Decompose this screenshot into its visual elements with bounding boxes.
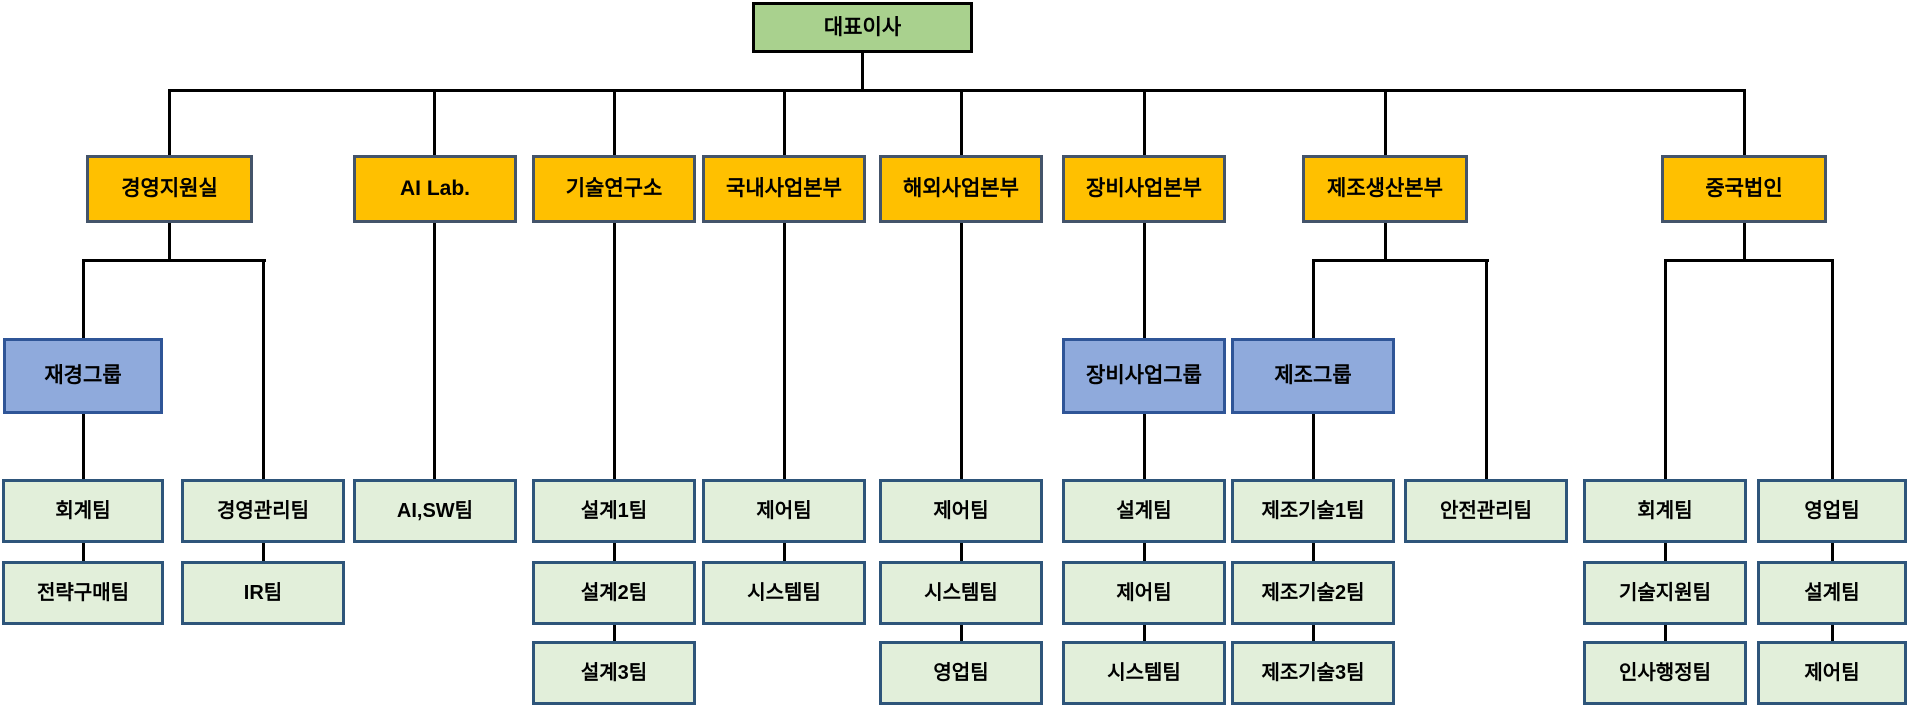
connector-split-stub: [168, 223, 171, 261]
team-box-management-planning: 경영관리팀: [181, 479, 345, 543]
connector-drop: [1664, 259, 1667, 480]
connector-stub: [960, 542, 963, 562]
team-box-design3: 설계3팀: [532, 641, 696, 705]
team-box-design1: 설계1팀: [532, 479, 696, 543]
team-box-design-china: 설계팀: [1757, 561, 1907, 625]
connector-drop: [1143, 90, 1146, 156]
team-box-mfg-tech2: 제조기술2팀: [1231, 561, 1395, 625]
team-box-control-equipment: 제어팀: [1062, 561, 1226, 625]
dept-box-china-subsidiary: 중국법인: [1661, 155, 1827, 223]
connector-stub: [262, 542, 265, 562]
connector-drop: [262, 259, 265, 480]
connector-drop: [1312, 414, 1315, 480]
dept-box-manufacturing-production: 제조생산본부: [1302, 155, 1468, 223]
team-box-accounting: 회계팀: [2, 479, 164, 543]
connector-drop: [1312, 259, 1315, 340]
connector-stub: [783, 542, 786, 562]
team-box-sales-china: 영업팀: [1757, 479, 1907, 543]
team-box-ir: IR팀: [181, 561, 345, 625]
team-box-system-domestic: 시스템팀: [702, 561, 866, 625]
connector-drop: [1831, 259, 1834, 480]
connector-stub: [1143, 542, 1146, 562]
team-box-system-overseas: 시스템팀: [879, 561, 1043, 625]
dept-box-domestic-business: 국내사업본부: [702, 155, 866, 223]
connector-split-stub: [1384, 223, 1387, 261]
connector-drop: [783, 90, 786, 156]
connector-drop: [1384, 90, 1387, 156]
dept-box-equipment-business: 장비사업본부: [1062, 155, 1226, 223]
team-box-ai-sw: AI,SW팀: [353, 479, 517, 543]
connector-drop: [82, 414, 85, 480]
team-box-control-overseas: 제어팀: [879, 479, 1043, 543]
connector-stub: [1664, 542, 1667, 562]
team-box-system-equipment: 시스템팀: [1062, 641, 1226, 705]
team-box-design-equipment: 설계팀: [1062, 479, 1226, 543]
connector-drop: [1143, 414, 1146, 480]
connector-drop: [960, 223, 963, 480]
connector-stub: [82, 542, 85, 562]
connector-drop: [168, 90, 171, 156]
connector-drop: [433, 223, 436, 480]
connector-drop: [433, 90, 436, 156]
team-box-safety-management: 안전관리팀: [1404, 479, 1568, 543]
dept-box-management-support: 경영지원실: [86, 155, 253, 223]
connector-stub: [1831, 624, 1834, 642]
connector-drop: [960, 90, 963, 156]
group-box-manufacturing-group: 제조그룹: [1231, 338, 1395, 414]
connector-split-bar: [1664, 259, 1834, 262]
team-box-sales-overseas: 영업팀: [879, 641, 1043, 705]
team-box-control-domestic: 제어팀: [702, 479, 866, 543]
team-box-hr-admin-china: 인사행정팀: [1583, 641, 1747, 705]
connector-split-stub: [1743, 223, 1746, 261]
connector-stub: [1143, 624, 1146, 642]
team-box-mfg-tech3: 제조기술3팀: [1231, 641, 1395, 705]
connector-split-bar: [82, 259, 266, 262]
connector-drop: [783, 223, 786, 480]
connector-drop: [613, 223, 616, 480]
connector-stub: [613, 624, 616, 642]
connector-stub: [1312, 624, 1315, 642]
org-node-ceo: 대표이사: [752, 2, 973, 53]
team-box-tech-support-china: 기술지원팀: [1583, 561, 1747, 625]
team-box-control-china: 제어팀: [1757, 641, 1907, 705]
team-box-accounting-china: 회계팀: [1583, 479, 1747, 543]
connector-drop: [82, 259, 85, 340]
connector-stub: [1312, 542, 1315, 562]
connector-stub: [1831, 542, 1834, 562]
connector-split-bar: [1312, 259, 1489, 262]
connector-stub: [1664, 624, 1667, 642]
connector-drop: [1743, 90, 1746, 156]
connector-stub: [613, 542, 616, 562]
connector-trunk: [168, 89, 1746, 92]
connector-root-stub: [861, 53, 864, 90]
connector-stub: [960, 624, 963, 642]
dept-box-ai-lab: AI Lab.: [353, 155, 517, 223]
team-box-mfg-tech1: 제조기술1팀: [1231, 479, 1395, 543]
team-box-strategic-purchasing: 전략구매팀: [2, 561, 164, 625]
connector-drop: [1143, 223, 1146, 339]
team-box-design2: 설계2팀: [532, 561, 696, 625]
dept-box-tech-research: 기술연구소: [532, 155, 696, 223]
dept-box-overseas-business: 해외사업본부: [879, 155, 1043, 223]
group-box-equipment-business-group: 장비사업그룹: [1062, 338, 1226, 414]
connector-drop: [613, 90, 616, 156]
connector-drop: [1485, 259, 1488, 480]
group-box-finance: 재경그룹: [3, 338, 163, 414]
